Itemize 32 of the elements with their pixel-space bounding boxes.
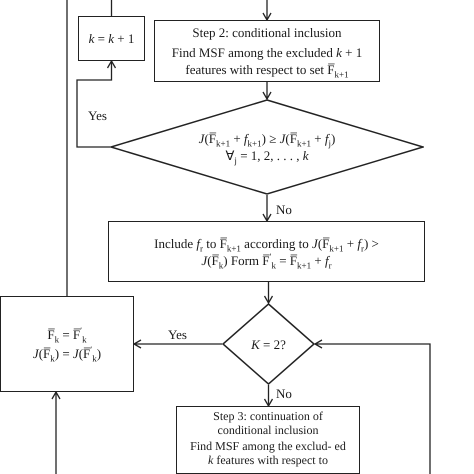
process-box <box>176 406 360 474</box>
decision-diamond <box>222 303 315 385</box>
decision-diamond <box>110 99 424 195</box>
edge-label: Yes <box>88 108 107 123</box>
arrow <box>133 339 222 349</box>
node-text: Find MSF among the excluded k+ 1 features with respect to set F̅$_{k+1}$ <box>170 44 364 78</box>
connector-line <box>110 0 112 16</box>
edge-label: Yes <box>168 327 187 342</box>
node-text: J(F̅$_{k+1}$ + f$_{k+1}$) ≥ J(F̅$_{k+1}$ + f$_{j}$) <box>198 130 336 147</box>
process-box <box>154 20 380 82</box>
arrow <box>264 282 274 304</box>
node-text: Find MSF among the exclud- ed k features with respect to <box>189 439 347 467</box>
arrow <box>264 385 274 407</box>
node-text: k = k + 1 <box>88 30 136 47</box>
node-text: J(F̅$_{k}$) = J(F̅$^{′}$$_{k}$) <box>32 345 102 362</box>
node-text: K = 2? <box>250 336 287 352</box>
edge-label: No <box>276 386 292 401</box>
node-text: Step 2: conditional inclusion <box>191 24 343 41</box>
connector-line <box>66 0 68 296</box>
process-box <box>0 296 134 392</box>
arrow <box>51 391 61 474</box>
node-text: Include f$_{r}$ to F̅$_{k+1}$ according to J(F̅$_{k+1}$ + f$_{r}$) > J(F̅$_{k}$) Form F̅$^{′}$$_{k}$ = F̅$_{k+1}$ + f$_{r}$ <box>153 234 380 268</box>
arrow <box>262 0 272 21</box>
edge-label: No <box>276 202 292 217</box>
arrow <box>76 60 116 148</box>
node-text: ∀$_{j}$ = 1, 2, . . . , k <box>224 147 310 164</box>
arrow <box>262 82 272 100</box>
arrow <box>262 195 272 222</box>
process-box <box>108 221 425 282</box>
node-text: Step 3: continuation of conditional inclusion <box>212 409 324 437</box>
arrow <box>314 339 431 474</box>
process-box <box>78 16 145 61</box>
